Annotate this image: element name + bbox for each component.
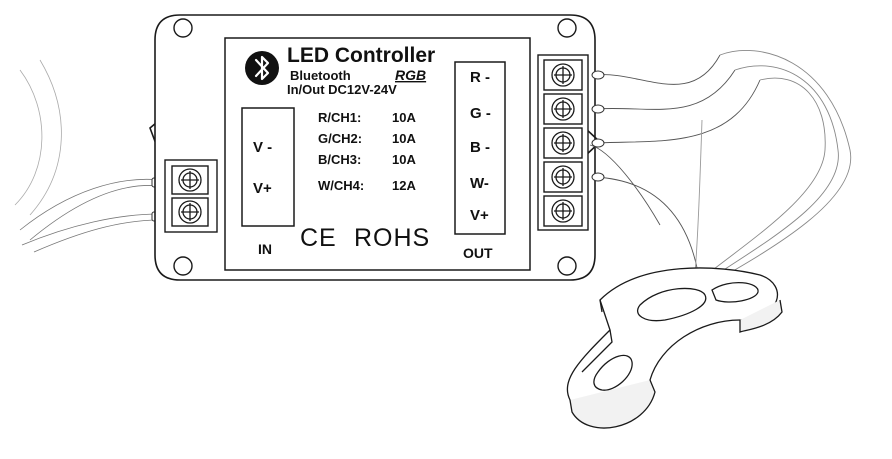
channel-label: W/CH4: [318, 178, 364, 193]
bluetooth-label: Bluetooth [290, 68, 351, 83]
input-terminal-v-minus: V - [253, 139, 272, 156]
mounting-holes [173, 18, 577, 276]
screw-icon [551, 63, 575, 87]
screw-icon [551, 97, 575, 121]
output-terminal-b: B - [470, 139, 490, 156]
output-terminal-r: R - [470, 69, 490, 86]
output-terminal-box [454, 61, 506, 235]
input-wires [14, 59, 161, 253]
screw-icon [551, 131, 575, 155]
input-terminal-box [241, 107, 295, 227]
ce-mark: CE [300, 224, 337, 252]
channel-label: R/CH1: [318, 110, 361, 125]
rohs-mark: ROHS [354, 224, 430, 252]
voltage-label: In/Out DC12V-24V [287, 82, 397, 97]
channel-current: 10A [392, 152, 416, 167]
screw-icon [551, 165, 575, 189]
screw-icon [178, 200, 202, 224]
device-title: LED Controller [287, 44, 435, 67]
channel-label: G/CH2: [318, 131, 362, 146]
output-wire-tips [591, 70, 605, 182]
output-terminal-v-plus: V+ [470, 207, 489, 224]
channel-label: B/CH3: [318, 152, 361, 167]
output-terminal-g: G - [470, 105, 491, 122]
channel-current: 10A [392, 131, 416, 146]
channel-current: 10A [392, 110, 416, 125]
channel-current: 12A [392, 178, 416, 193]
bluetooth-icon [245, 51, 279, 85]
output-terminal-w: W- [470, 175, 489, 192]
input-terminal-v-plus: V+ [253, 180, 272, 197]
output-label: OUT [463, 245, 493, 261]
screw-icon [178, 168, 202, 192]
channel-ratings: R/CH1: 10A G/CH2: 10A B/CH3: 10A W/CH4: … [318, 110, 416, 193]
input-label: IN [258, 241, 272, 257]
rgb-label: RGB [395, 67, 426, 83]
output-wires [589, 50, 852, 291]
led-strip-connector [566, 267, 783, 429]
screw-icon [551, 199, 575, 223]
